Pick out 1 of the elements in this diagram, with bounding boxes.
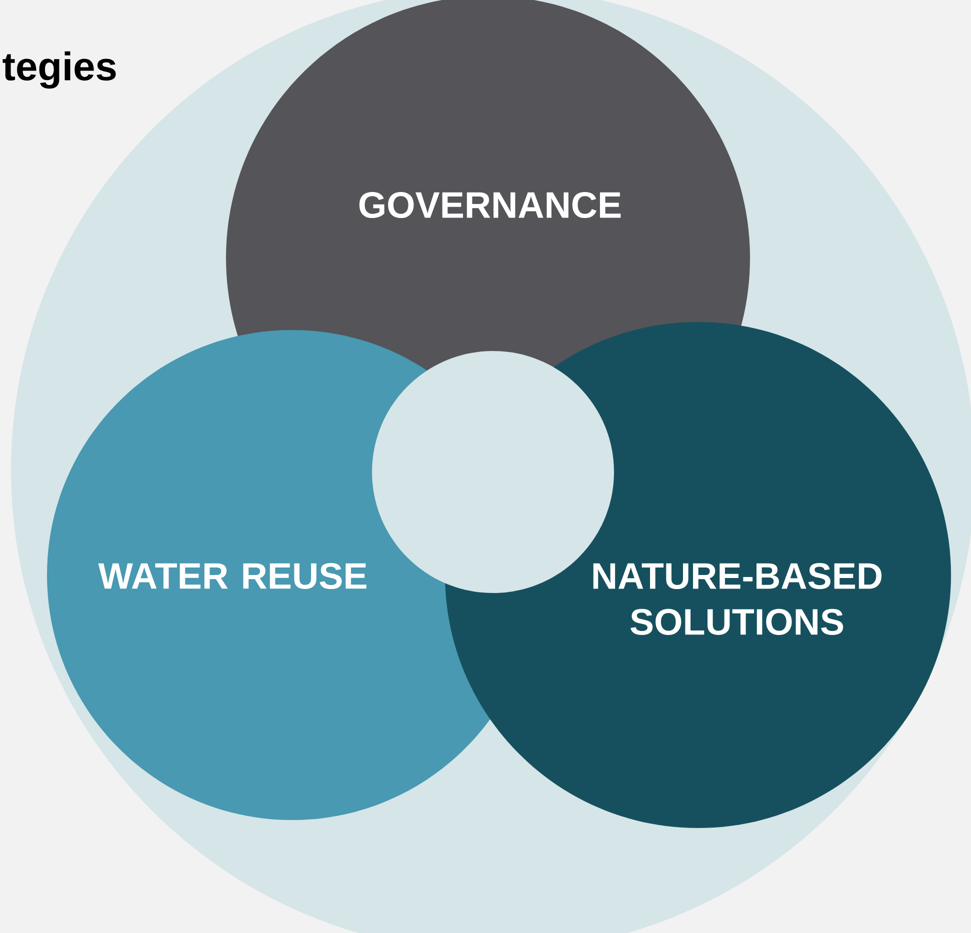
title: tegies: [2, 51, 116, 89]
